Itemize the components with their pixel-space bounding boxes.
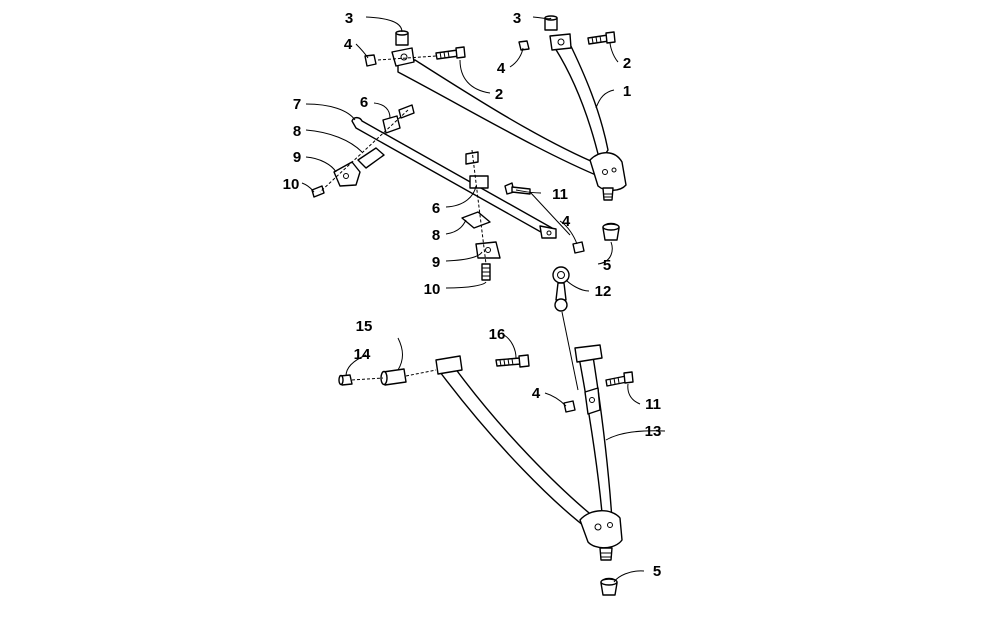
nut-4-swaybar — [572, 241, 585, 254]
bolt-11-upper — [504, 182, 531, 195]
callout-9-left: 9 — [293, 149, 301, 166]
bolt-11-lower — [605, 371, 634, 387]
callout-15: 15 — [356, 318, 373, 335]
sway-bar-bracket-9-right — [475, 241, 501, 259]
callout-4-rear: 4 — [497, 60, 506, 77]
callout-12: 12 — [595, 283, 612, 300]
bolt-2-front — [377, 46, 466, 61]
sway-bar — [351, 116, 557, 239]
callout-9-right: 9 — [432, 254, 440, 271]
sleeve-15 — [380, 368, 407, 386]
callout-11-lower: 11 — [645, 396, 661, 413]
callout-14: 14 — [354, 346, 371, 363]
sway-bar-bracket-9-left — [333, 161, 361, 187]
upper-a-arm — [391, 33, 627, 201]
callout-2-rear: 2 — [623, 55, 631, 72]
bolt-10-right — [481, 263, 491, 281]
sway-bar-bushing-6-right — [465, 151, 489, 189]
callouts: 3 3 4 4 2 2 1 7 6 8 9 10 6 8 9 10 11 4 5… — [283, 10, 662, 580]
callout-5-lower: 5 — [653, 563, 661, 580]
callout-5-upper: 5 — [603, 257, 611, 274]
sway-bar-link — [552, 266, 579, 391]
callout-10-right: 10 — [424, 281, 441, 298]
bushing-3-front — [395, 30, 409, 46]
callout-3-rear: 3 — [513, 10, 521, 27]
callout-13: 13 — [645, 423, 662, 440]
callout-4-swaybar: 4 — [562, 213, 571, 230]
boot-5-lower — [600, 577, 618, 596]
sway-bar-clamp-8-left — [357, 147, 385, 169]
callout-6-right: 6 — [432, 200, 440, 217]
callout-8-right: 8 — [432, 227, 440, 244]
bolt-2-rear — [587, 31, 616, 45]
callout-3-front: 3 — [345, 10, 353, 27]
bushing-14 — [338, 374, 353, 386]
callout-6-left: 6 — [360, 94, 368, 111]
callout-1: 1 — [623, 83, 631, 100]
callout-4-front: 4 — [344, 36, 353, 53]
lower-a-arm — [435, 344, 623, 561]
callout-16: 16 — [489, 326, 506, 343]
leader-lines — [301, 16, 666, 583]
boot-5-upper — [602, 222, 620, 241]
bolt-16 — [495, 354, 530, 368]
bolt-10-left — [311, 185, 325, 198]
callout-4-lower: 4 — [532, 385, 541, 402]
sway-bar-clamp-8-right — [461, 211, 491, 229]
callout-2-front: 2 — [495, 86, 503, 103]
callout-8-left: 8 — [293, 123, 301, 140]
callout-10-left: 10 — [283, 176, 300, 193]
nut-4-rear — [518, 40, 530, 51]
callout-7: 7 — [293, 96, 301, 113]
callout-11-upper: 11 — [552, 186, 568, 203]
nut-4-lower — [563, 400, 576, 413]
